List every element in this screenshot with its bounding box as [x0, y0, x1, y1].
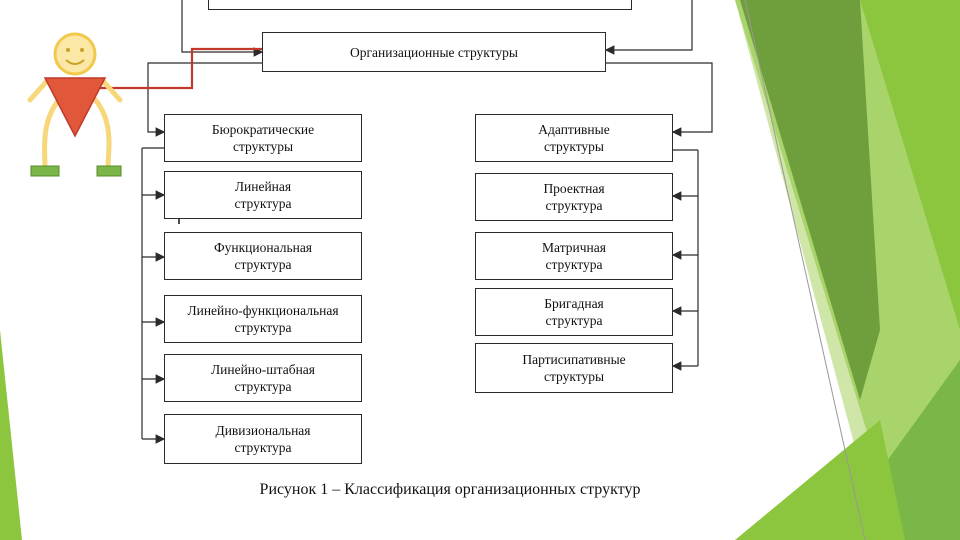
left-node-functional: Функциональная структура — [164, 232, 362, 280]
right-node-participative: Партисипативные структуры — [475, 343, 673, 393]
left-node-linear-staff: Линейно-штабная структура — [164, 354, 362, 402]
left-node-linear: Линейная структура — [164, 171, 362, 219]
left-node-label: Линейно-штабная структура — [211, 361, 315, 395]
left-node-label: Дивизиональная структура — [216, 422, 311, 456]
root-node-label: Организационные структуры — [350, 44, 518, 61]
root-node: Организационные структуры — [262, 32, 606, 72]
stick-figure-icon — [30, 34, 121, 176]
right-node-project: Проектная структура — [475, 173, 673, 221]
right-node-label: Проектная структура — [543, 180, 604, 214]
left-node-label: Функциональная структура — [214, 239, 312, 273]
right-node-label: Матричная структура — [542, 239, 606, 273]
right-node-label: Бригадная структура — [544, 295, 604, 329]
right-node-adaptive: Адаптивные структуры — [475, 114, 673, 162]
right-node-label: Партисипативные структуры — [522, 351, 625, 385]
right-node-label: Адаптивные структуры — [538, 121, 609, 155]
left-node-divisional: Дивизиональная структура — [164, 414, 362, 464]
left-node-label: Линейная структура — [235, 178, 292, 212]
top-box — [208, 0, 632, 10]
figure-caption: Рисунок 1 – Классификация организационны… — [200, 481, 700, 499]
left-node-label: Линейно-функциональная структура — [187, 302, 338, 336]
right-node-matrix: Матричная структура — [475, 232, 673, 280]
left-node-bureaucratic: Бюрократические структуры — [164, 114, 362, 162]
left-node-label: Бюрократические структуры — [212, 121, 314, 155]
pointer-arrow — [100, 49, 288, 88]
right-node-brigade: Бригадная структура — [475, 288, 673, 336]
left-node-linear-functional: Линейно-функциональная структура — [164, 295, 362, 343]
